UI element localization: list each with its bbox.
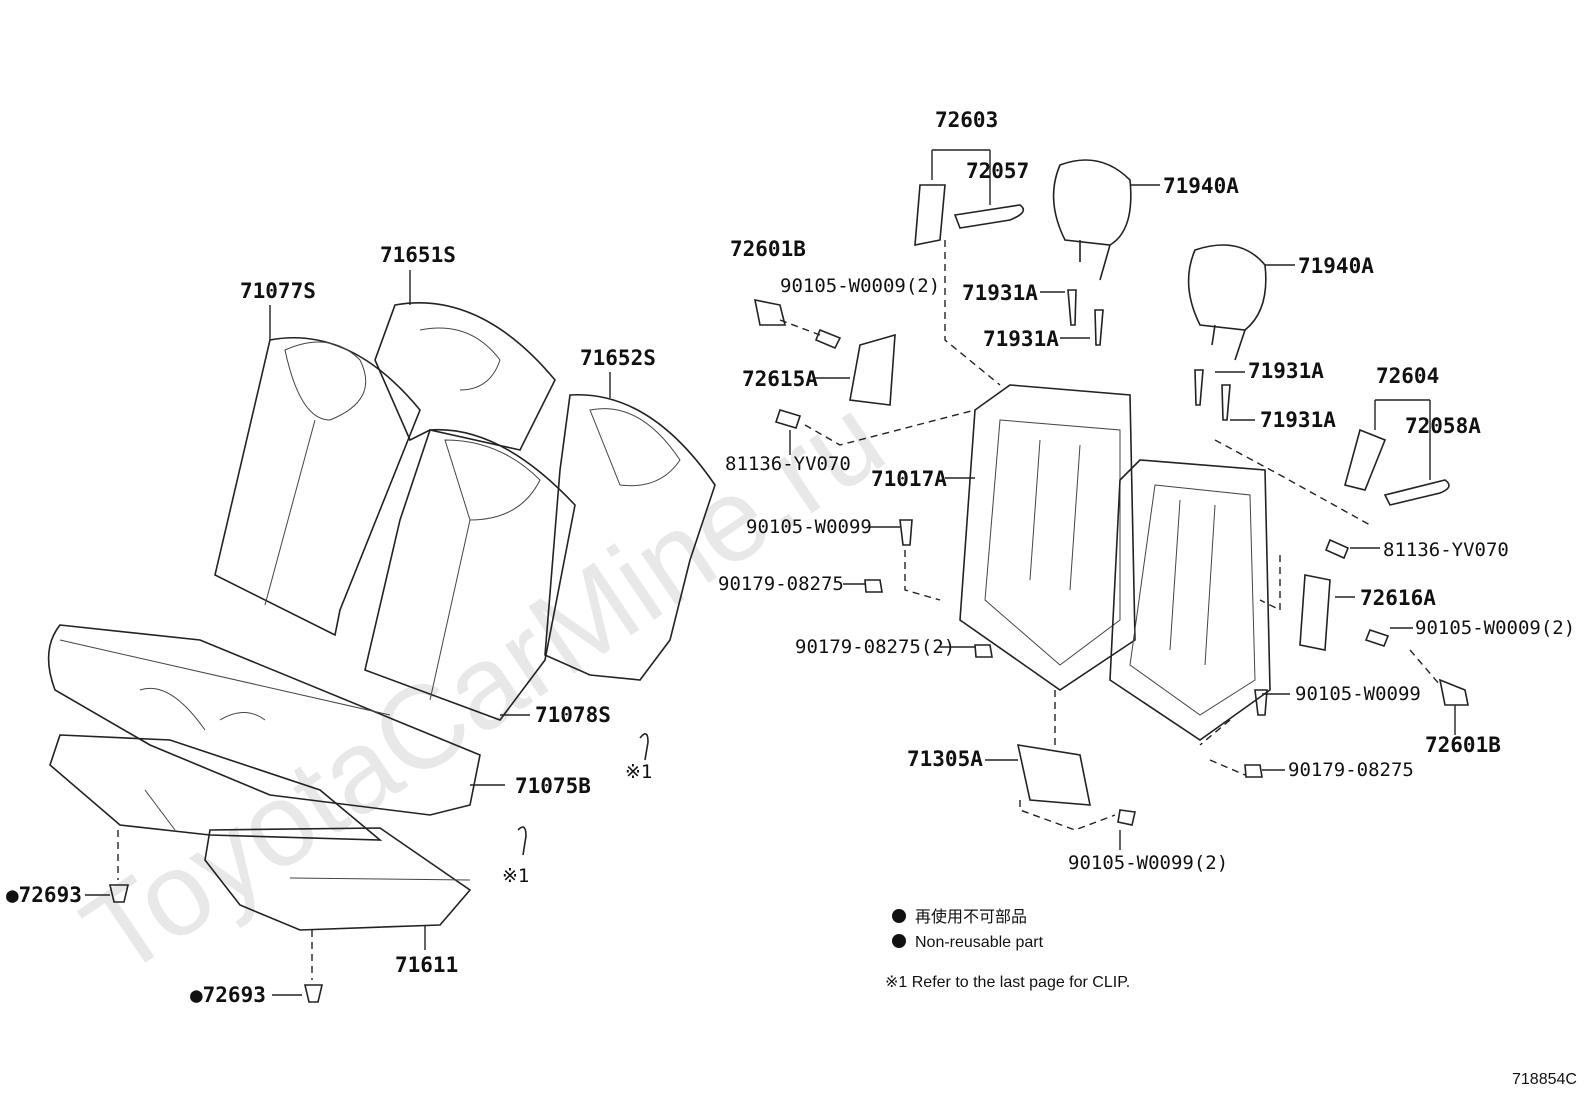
trim-panel-72616A bbox=[1299, 574, 1331, 651]
label-71652S: 71652S bbox=[580, 346, 656, 370]
label-71305A: 71305A bbox=[907, 747, 983, 771]
seat-back-pad-right bbox=[544, 393, 716, 681]
label-71940A-2: 71940A bbox=[1298, 254, 1374, 278]
label-72058A: 72058A bbox=[1405, 414, 1481, 438]
label-clip-2: ※1 bbox=[502, 865, 529, 887]
label-71651S: 71651S bbox=[380, 243, 456, 267]
label-71077S: 71077S bbox=[240, 279, 316, 303]
label-81136-YV070-left: 81136-YV070 bbox=[725, 453, 851, 475]
legend-note: ※1 Refer to the last page for CLIP. bbox=[885, 974, 1130, 991]
label-71940A-1: 71940A bbox=[1163, 174, 1239, 198]
headrest-1 bbox=[1052, 159, 1132, 281]
seat-back-cover-center bbox=[374, 302, 556, 451]
label-clip-1: ※1 bbox=[625, 761, 652, 783]
label-72615A: 72615A bbox=[742, 367, 818, 391]
seat-back-frame-left bbox=[959, 384, 1136, 691]
recliner-cover-72603 bbox=[914, 184, 1025, 246]
label-71078S: 71078S bbox=[535, 703, 611, 727]
label-72057: 72057 bbox=[966, 159, 1029, 183]
hinge-bracket-left-72601B bbox=[753, 298, 787, 326]
legend-en: Non-reusable part bbox=[915, 934, 1044, 951]
label-71931A-3: 71931A bbox=[1248, 359, 1324, 383]
hinge-bracket-right-72601B bbox=[1438, 678, 1469, 706]
label-71611: 71611 bbox=[395, 953, 458, 977]
nut-icons bbox=[864, 579, 1263, 778]
legend-jp: 再使用不可部品 bbox=[915, 908, 1027, 926]
label-71931A-1: 71931A bbox=[962, 281, 1038, 305]
headrest-2 bbox=[1187, 244, 1267, 361]
trim-panel-72615A bbox=[849, 333, 896, 406]
label-71931A-2: 71931A bbox=[983, 327, 1059, 351]
label-71931A-4: 71931A bbox=[1260, 408, 1336, 432]
label-90105-W0009-2-top: 90105-W0009(2) bbox=[780, 275, 940, 297]
label-72601B-left: 72601B bbox=[730, 237, 806, 261]
label-72693-b: ●72693 bbox=[190, 983, 266, 1007]
headrest-guide-icons bbox=[1067, 289, 1231, 421]
bolt-icons bbox=[774, 328, 1390, 826]
label-72604: 72604 bbox=[1376, 364, 1439, 388]
label-72616A: 72616A bbox=[1360, 586, 1436, 610]
label-72693-a: ●72693 bbox=[6, 883, 82, 907]
clip-72693-icon bbox=[108, 830, 324, 1003]
label-90179-08275-right: 90179-08275 bbox=[1288, 759, 1414, 781]
label-90105-W0099-2: 90105-W0099(2) bbox=[1068, 852, 1228, 874]
lock-cover-71305A bbox=[1016, 744, 1091, 806]
label-90105-W0099-left: 90105-W0099 bbox=[746, 516, 872, 538]
seat-back-cover-right bbox=[364, 428, 576, 721]
seat-cushion-lower bbox=[204, 827, 472, 931]
label-71017A: 71017A bbox=[871, 467, 947, 491]
seat-cushion-pad bbox=[49, 734, 383, 841]
label-90105-W0099-right: 90105-W0099 bbox=[1295, 683, 1421, 705]
label-81136-YV070-right: 81136-YV070 bbox=[1383, 539, 1509, 561]
label-90105-W0009-2-right: 90105-W0009(2) bbox=[1415, 617, 1575, 639]
legend-dot-icon bbox=[892, 934, 906, 948]
label-71075B: 71075B bbox=[515, 774, 591, 798]
label-90179-08275-2: 90179-08275(2) bbox=[795, 636, 955, 658]
label-72601B-right: 72601B bbox=[1425, 733, 1501, 757]
label-72603: 72603 bbox=[935, 108, 998, 132]
legend-dot-icon bbox=[892, 909, 906, 923]
footer-code: 718854C bbox=[1512, 1071, 1577, 1088]
recliner-cover-72604 bbox=[1344, 428, 1450, 506]
seat-cushion-cover bbox=[47, 624, 481, 816]
label-90179-08275-left: 90179-08275 bbox=[718, 573, 844, 595]
seat-back-cover-left bbox=[214, 336, 421, 637]
seat-back-frame-right bbox=[1109, 459, 1271, 741]
clip-icon bbox=[517, 733, 649, 856]
